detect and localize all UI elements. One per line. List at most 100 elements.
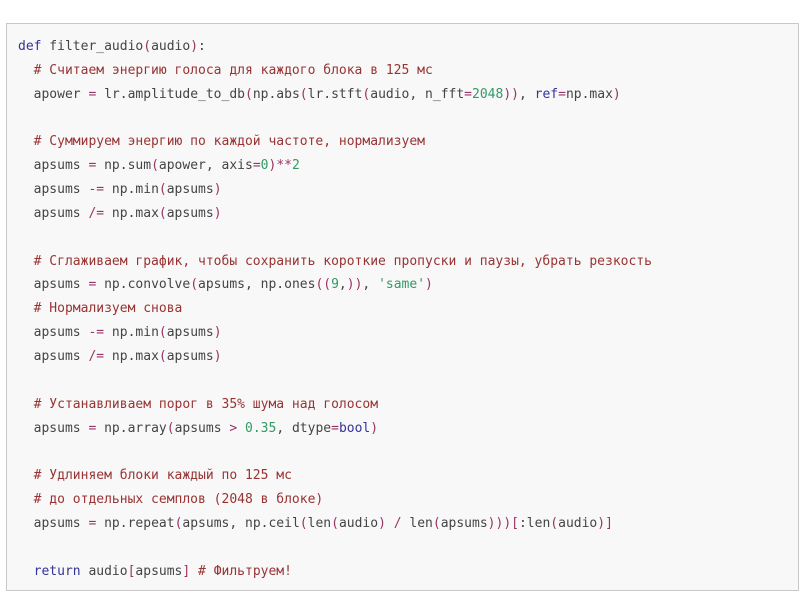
code-token: 'same' — [378, 277, 426, 293]
code-comment: # до отдельных семплов (2048 в блоке) — [18, 492, 324, 508]
code-token: 0.35 — [245, 420, 277, 436]
code-line: # Сглаживаем график, чтобы сохранить кор… — [18, 250, 798, 274]
code-token: ))) — [487, 515, 512, 531]
code-token: = — [88, 420, 97, 436]
code-token: np.max — [565, 86, 613, 102]
code-token: 0 — [260, 158, 269, 174]
code-token: ( — [158, 205, 167, 221]
code-token: = — [558, 86, 566, 102]
code-keyword: return — [33, 563, 81, 579]
code-token: [ — [511, 515, 519, 531]
code-token: , — [362, 277, 379, 293]
code-token: 2 — [291, 158, 300, 174]
code-line: # Устанавливаем порог в 35% шума над гол… — [18, 393, 798, 417]
code-token: apsums — [166, 205, 214, 221]
code-comment: # Устанавливаем порог в 35% шума над гол… — [18, 396, 379, 412]
code-token: (( — [315, 277, 332, 293]
code-token: = — [88, 515, 97, 531]
code-token: ] — [182, 563, 191, 579]
code-line — [18, 440, 798, 464]
code-token: np.sum — [96, 158, 152, 174]
code-token: apsums — [135, 563, 183, 579]
code-token: /= — [88, 205, 105, 221]
code-token: apsums — [166, 348, 214, 364]
code-token: ( — [158, 325, 167, 341]
code-line: apsums = np.array(apsums > 0.35, dtype=b… — [18, 417, 798, 441]
code-comment: # Фильтруем! — [190, 563, 292, 579]
code-token: lr.stft — [307, 86, 363, 102]
code-token: len — [307, 515, 332, 531]
code-comment: # Считаем энергию голоса для каждого бло… — [18, 62, 433, 78]
code-token: np.repeat — [96, 515, 175, 531]
code-token: ( — [362, 86, 371, 102]
code-line: # Нормализуем снова — [18, 297, 798, 321]
code-token: ( — [245, 86, 253, 102]
code-token: ** — [276, 158, 292, 174]
code-token: ) — [213, 182, 222, 198]
code-line — [18, 226, 798, 250]
code-line: def filter_audio(audio): — [18, 35, 798, 59]
code-token: audio — [151, 39, 191, 54]
code-token: , dtype — [276, 420, 332, 436]
code-token: ) — [213, 205, 222, 221]
code-token: np.array — [96, 420, 167, 436]
code-line: return audio[apsums] # Фильтруем! — [18, 560, 798, 584]
code-token: 9 — [331, 277, 339, 293]
code-token: -= — [88, 182, 105, 198]
code-token: ) — [612, 86, 621, 102]
code-token: apower, axis — [158, 158, 253, 174]
code-token: :len — [518, 515, 551, 531]
code-token: )) — [503, 86, 519, 102]
code-token: ( — [158, 348, 167, 364]
code-token: ( — [158, 182, 167, 198]
code-token: = — [252, 158, 261, 174]
code-token: = — [88, 277, 97, 293]
code-token: 2048 — [472, 86, 504, 102]
code-keyword: def — [18, 39, 42, 54]
code-token: apsums — [166, 182, 214, 198]
code-line — [18, 369, 798, 393]
code-block: def filter_audio(audio): # Считаем энерг… — [6, 23, 799, 591]
code-token: apsums — [18, 205, 89, 221]
code-keyword: ref — [534, 86, 559, 102]
code-token: apsums — [18, 325, 89, 341]
code-comment: # Суммируем энергию по каждой частоте, н… — [18, 134, 425, 150]
code-token: : — [198, 39, 206, 54]
code-token: = — [88, 158, 97, 174]
code-line — [18, 536, 798, 560]
code-token: apsums — [166, 325, 214, 341]
code-token: [ — [127, 563, 136, 579]
code-token — [237, 421, 245, 436]
code-comment: # Сглаживаем график, чтобы сохранить кор… — [18, 253, 652, 269]
code-line: apsums /= np.max(apsums) — [18, 345, 798, 369]
code-line: # Суммируем энергию по каждой частоте, н… — [18, 130, 798, 154]
code-line: # Удлиняем блоки каждый по 125 мс — [18, 464, 798, 488]
code-comment: # Нормализуем снова — [18, 301, 183, 317]
code-line: apsums = np.convolve(apsums, np.ones((9,… — [18, 273, 798, 297]
code-line: apsums /= np.max(apsums) — [18, 202, 798, 226]
code-token: len — [401, 515, 433, 531]
code-token — [18, 564, 34, 579]
code-token: audio, n_fft — [370, 86, 465, 102]
code-token: = — [88, 86, 97, 102]
code-token: ( — [299, 86, 308, 102]
code-token: apower — [18, 86, 89, 102]
code-token: apsums — [18, 515, 89, 531]
code-token: ( — [151, 158, 159, 174]
code-token: np.max — [104, 205, 159, 221]
code-token: audio — [80, 563, 128, 579]
code-token: apsums, np.ones — [198, 277, 316, 293]
code-token: , — [338, 277, 347, 293]
code-token: / — [393, 515, 402, 531]
code-token: np.abs — [252, 86, 300, 102]
code-token: np.convolve — [96, 277, 191, 293]
code-token: np.min — [104, 182, 159, 198]
code-token: ) — [425, 277, 433, 293]
code-token: ( — [331, 515, 339, 531]
code-token: )) — [346, 277, 363, 293]
code-token: = — [464, 86, 472, 102]
code-token: > — [229, 420, 238, 436]
code-token: ) — [190, 39, 199, 54]
code-token: lr.amplitude_to_db — [96, 86, 245, 102]
code-token: apsums — [18, 277, 89, 293]
